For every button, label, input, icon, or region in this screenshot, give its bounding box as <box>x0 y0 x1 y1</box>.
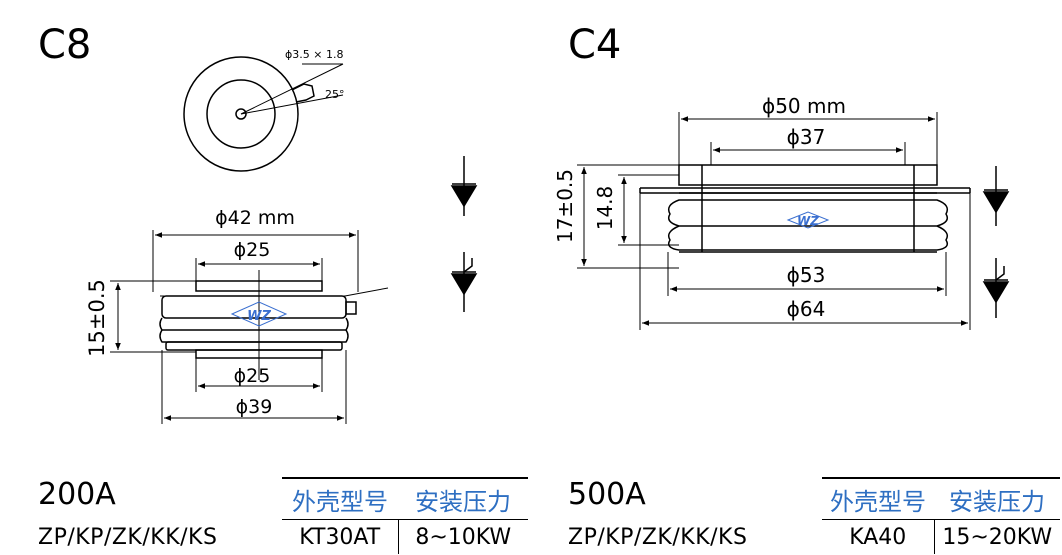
housing-model-value: KT30AT <box>282 519 398 554</box>
c8-dim-outer: ϕ42 mm <box>215 207 295 229</box>
c8-dim-height: 15±0.5 <box>85 279 109 357</box>
c4-dimension-lines <box>577 112 971 330</box>
c4-dim-mid: ϕ53 <box>787 263 826 287</box>
c8-hole-label: ϕ3.5 × 1.8 <box>285 48 343 61</box>
c8-logo: WZ <box>230 301 288 327</box>
housing-model-value: KA40 <box>822 519 934 554</box>
c8-dim-top: ϕ25 <box>234 239 271 261</box>
spec-table-right: 外壳型号 安装压力 KA40 15~20KW <box>822 477 1060 554</box>
col-housing-model: 外壳型号 <box>292 487 388 516</box>
c8-top-view <box>183 56 344 172</box>
svg-text:WZ: WZ <box>797 214 819 228</box>
c8-dimension-lines <box>110 230 359 424</box>
c4-dim-flange: ϕ64 <box>787 297 826 321</box>
c8-dim-base: ϕ39 <box>236 396 273 418</box>
type-codes-left: ZP/KP/ZK/KK/KS <box>38 525 218 550</box>
c4-dim-outer: ϕ50 mm <box>762 94 846 118</box>
spec-table-left: 外壳型号 安装压力 KT30AT 8~10KW <box>282 477 528 554</box>
c4-dim-height-body: 14.8 <box>593 186 617 231</box>
col-mount-pressure: 安装压力 <box>949 487 1045 516</box>
c8-thyristor-symbol <box>450 252 478 312</box>
type-codes-right: ZP/KP/ZK/KK/KS <box>568 525 748 550</box>
mount-pressure-value: 8~10KW <box>397 519 528 554</box>
col-mount-pressure: 安装压力 <box>415 487 511 516</box>
c8-angle-label: 25° <box>325 88 345 101</box>
rating-200a: 200A <box>38 477 116 512</box>
svg-text:WZ: WZ <box>247 309 271 324</box>
c4-dim-top: ϕ37 <box>787 125 826 149</box>
package-title-c8: C8 <box>38 22 92 68</box>
c8-diode-symbol <box>450 156 478 216</box>
c4-dim-height-total: 17±0.5 <box>553 169 577 243</box>
c4-side-view <box>639 164 971 253</box>
package-title-c4: C4 <box>568 22 622 68</box>
rating-500a: 500A <box>568 477 646 512</box>
col-housing-model: 外壳型号 <box>830 487 926 516</box>
c4-diode-symbol <box>982 166 1010 226</box>
c8-dim-bottom: ϕ25 <box>234 365 271 387</box>
c4-thyristor-symbol <box>982 258 1010 318</box>
c8-side-view <box>159 270 389 380</box>
c4-logo: WZ <box>786 211 830 229</box>
mount-pressure-value: 15~20KW <box>933 519 1060 554</box>
